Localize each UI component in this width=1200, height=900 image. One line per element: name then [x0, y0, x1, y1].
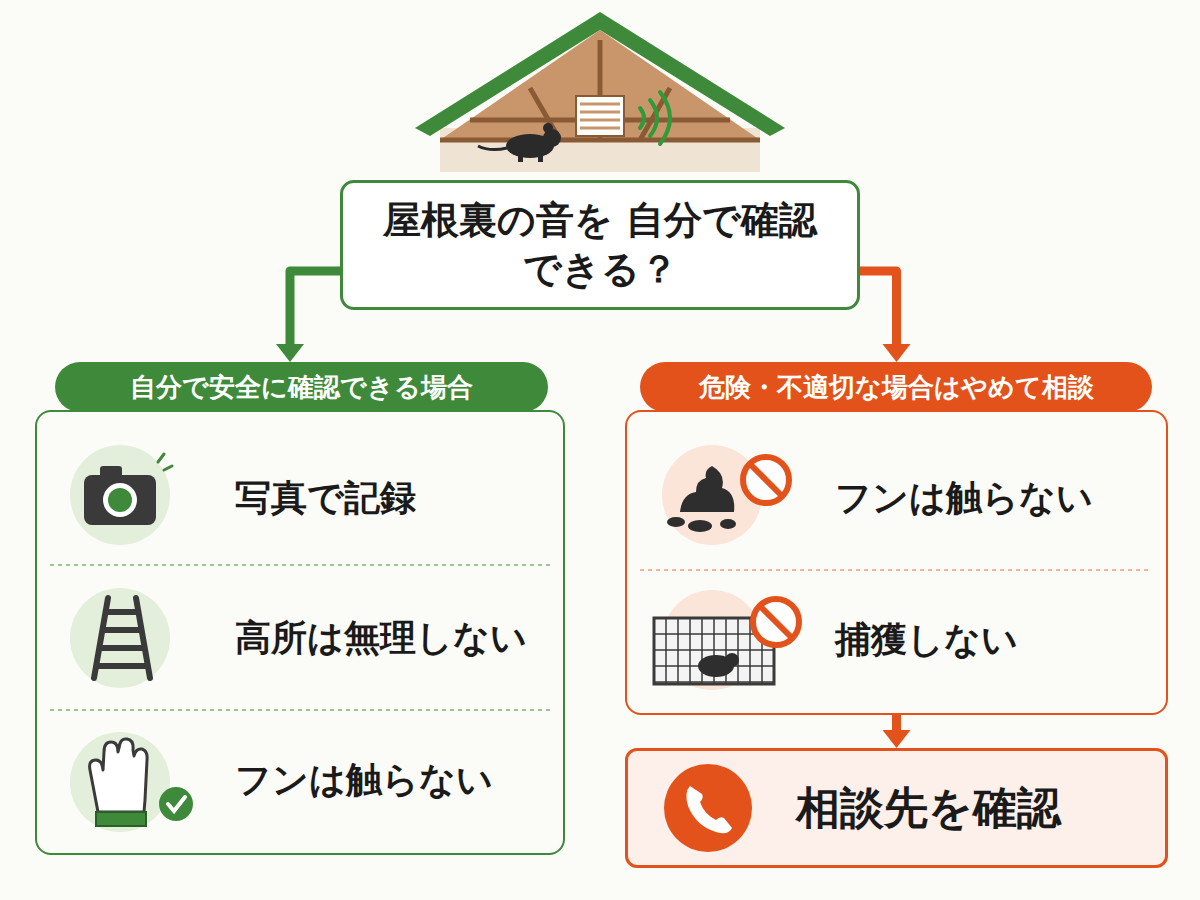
- connector-arrow: [276, 271, 340, 362]
- mouse: [478, 123, 561, 162]
- check-item: 高所は無理しない: [235, 565, 555, 710]
- warning-item: 捕獲しない: [835, 570, 1155, 710]
- panel-frame: [625, 410, 1168, 715]
- arrowhead: [276, 344, 304, 362]
- roof: [415, 12, 785, 136]
- node-text: フンは触らない: [835, 473, 1093, 522]
- camera-icon: [84, 454, 172, 525]
- node-text: 相談先を確認: [796, 779, 1061, 838]
- safe-panel: 自分で安全に確認できる場合写真で記録高所は無理しないフンは触らない: [35, 362, 565, 855]
- panel-heading: 自分で安全に確認できる場合: [55, 362, 548, 412]
- check-item: 写真で記録: [235, 430, 555, 565]
- node-text: 高所は無理しない: [235, 613, 527, 662]
- phone-icon: [664, 764, 752, 852]
- node-text: 写真で記録: [235, 473, 416, 522]
- panel-heading: 危険・不適切な場合はやめて相談: [640, 362, 1152, 412]
- connector-arrow: [860, 271, 911, 362]
- node-text: フンは触らない: [235, 756, 493, 805]
- connector-line: [290, 271, 340, 348]
- vent: [576, 96, 624, 136]
- connector-line: [860, 271, 897, 348]
- arrowhead: [883, 730, 911, 748]
- connector-arrow: [883, 715, 911, 748]
- arrowhead: [883, 344, 911, 362]
- prohibition-sign: [743, 457, 789, 503]
- prohibition-sign: [753, 599, 799, 645]
- warning-item: フンは触らない: [835, 425, 1155, 570]
- node-text: 屋根裏の音を 自分で確認できる？: [380, 196, 820, 295]
- check-item: フンは触らない: [235, 710, 555, 850]
- droppings-icon: [667, 466, 736, 532]
- sound-waves: [640, 92, 670, 144]
- contact-box: 相談先を確認: [625, 748, 1168, 868]
- ladder-icon: [94, 598, 150, 678]
- danger-panel: 危険・不適切な場合はやめて相談フンは触らない捕獲しない: [625, 362, 1168, 715]
- question-box: 屋根裏の音を 自分で確認できる？: [340, 180, 860, 310]
- node-text: 捕獲しない: [835, 616, 1018, 665]
- glove-icon: [90, 739, 193, 826]
